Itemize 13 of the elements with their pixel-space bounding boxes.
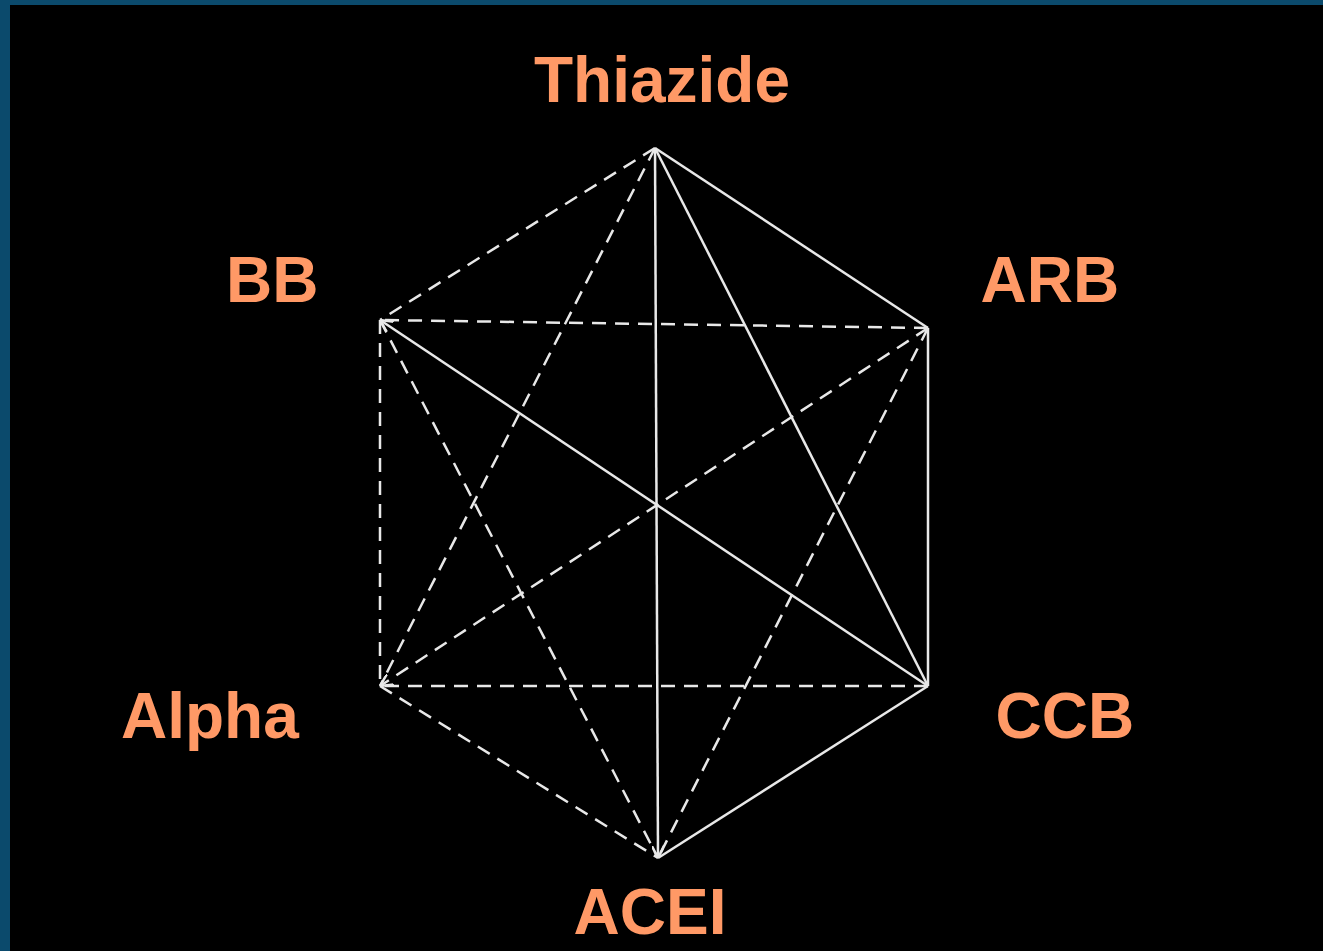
drug-class-label: BB (226, 248, 319, 312)
connector-line (926, 328, 930, 686)
dashed-connector (379, 684, 659, 860)
connector-line (654, 146, 929, 330)
dashed-connector (379, 146, 656, 322)
connector-line (657, 684, 929, 860)
drug-class-label: CCB (995, 684, 1135, 748)
dashed-connector (378, 147, 657, 687)
drug-class-label: Thiazide (534, 48, 791, 112)
drug-class-label: ARB (980, 248, 1120, 312)
dashed-connector (378, 319, 660, 859)
connector-line (653, 147, 930, 687)
drug-class-label: ACEI (573, 880, 727, 944)
